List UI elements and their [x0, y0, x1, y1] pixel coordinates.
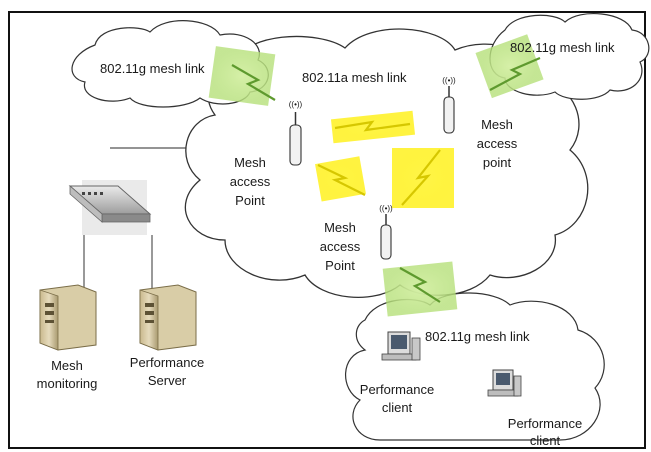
- bolt-left-link: [231, 64, 276, 101]
- lightning-bolts: [231, 56, 541, 303]
- svg-text:access: access: [230, 174, 271, 189]
- svg-text:Performance: Performance: [508, 416, 582, 431]
- svg-text:Point: Point: [235, 193, 265, 208]
- svg-text:Mesh: Mesh: [51, 358, 83, 373]
- network-switch: [68, 180, 152, 235]
- green-patch-right: [475, 34, 544, 99]
- svg-text:client: client: [382, 400, 413, 415]
- svg-text:access: access: [320, 239, 361, 254]
- antenna-signal-icon: ((•)): [379, 204, 393, 213]
- svg-text:Mesh: Mesh: [324, 220, 356, 235]
- main-mesh-cloud: [184, 28, 589, 298]
- svg-text:Server: Server: [148, 373, 187, 388]
- access-point-left: ((•)): [289, 100, 303, 166]
- performance-server: [139, 284, 197, 351]
- access-point-right: ((•)): [442, 76, 456, 134]
- ap-left-label: Mesh access Point: [230, 155, 271, 208]
- svg-text:access: access: [477, 136, 518, 151]
- client-1-label: Performance client: [360, 382, 434, 415]
- main-link-label: 802.11a mesh link: [302, 70, 407, 85]
- green-patch-left: [208, 46, 276, 106]
- svg-text:Point: Point: [325, 258, 355, 273]
- bolt-left-a: [317, 164, 366, 196]
- client-computer-1: [381, 331, 421, 361]
- svg-text:Mesh: Mesh: [481, 117, 513, 132]
- client-computer-2: [487, 369, 522, 397]
- monitoring-server-label: Mesh monitoring: [37, 358, 98, 391]
- antenna-signal-icon: ((•)): [289, 100, 303, 109]
- svg-text:point: point: [483, 155, 512, 170]
- diagram-frame: [8, 11, 646, 449]
- bottom-link-label: 802.11g mesh link: [425, 329, 530, 344]
- svg-text:monitoring: monitoring: [37, 376, 98, 391]
- client-2-label: Performance client: [508, 416, 582, 448]
- svg-text:Performance: Performance: [360, 382, 434, 397]
- svg-text:client: client: [530, 433, 561, 448]
- right-link-label: 802.11g mesh link: [510, 40, 615, 55]
- svg-text:Mesh: Mesh: [234, 155, 266, 170]
- mesh-monitoring-server: [39, 284, 97, 351]
- bolt-right-link: [489, 56, 541, 91]
- svg-text:Performance: Performance: [130, 355, 204, 370]
- bolt-top-a: [334, 120, 411, 132]
- yellow-patch-top: [330, 110, 416, 144]
- antenna-signal-icon: ((•)): [442, 76, 456, 85]
- access-point-center: ((•)): [379, 204, 393, 260]
- bolt-bottom-link: [399, 267, 441, 303]
- performance-server-label: Performance Server: [130, 355, 204, 388]
- left-link-label: 802.11g mesh link: [100, 61, 205, 76]
- ap-center-label: Mesh access Point: [320, 220, 361, 273]
- bolt-center: [401, 149, 441, 206]
- ap-right-label: Mesh access point: [477, 117, 518, 170]
